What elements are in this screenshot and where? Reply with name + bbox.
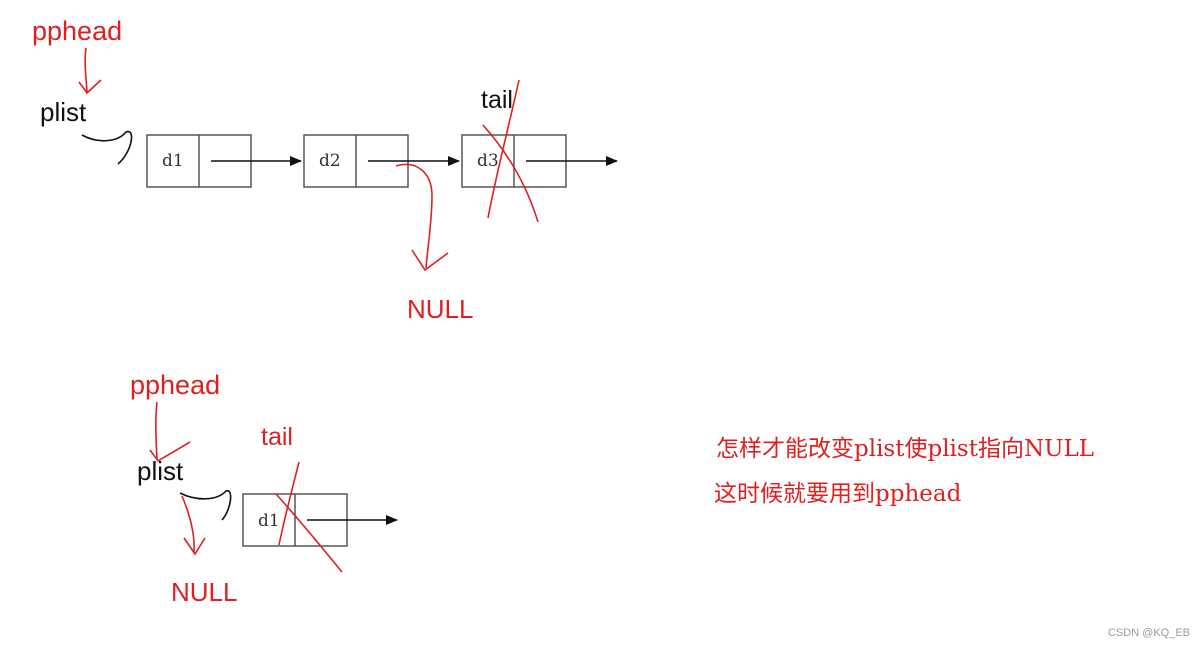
bottom-pphead-label: pphead (130, 370, 220, 400)
bottom-tail-label: tail (261, 423, 293, 451)
bottom-pphead-arrowhead (149, 441, 191, 463)
top-null-label: NULL (407, 294, 473, 324)
bottom-null-arrow (181, 495, 195, 553)
note-line-2: 这时候就要用到pphead (714, 481, 962, 507)
top-pphead-arrowhead (78, 79, 102, 95)
top-cross-mark-1 (487, 79, 520, 219)
top-plist-pointer (81, 130, 133, 165)
bottom-cross-mark-1 (278, 461, 300, 546)
bottom-cross-mark-2 (275, 493, 343, 573)
top-node-d2-label: d2 (319, 151, 341, 171)
top-pphead-label: pphead (32, 16, 122, 46)
top-node-d3-label: d3 (477, 151, 499, 171)
top-null-arrow (395, 163, 433, 269)
top-plist-label: plist (40, 97, 87, 127)
bottom-null-label: NULL (171, 577, 237, 607)
top-node-d3: d3 (461, 134, 567, 188)
top-tail-label: tail (481, 86, 513, 114)
top-cross-mark-2 (482, 124, 539, 223)
bottom-node-d1-label: d1 (258, 511, 280, 531)
bottom-null-arrowhead (183, 537, 206, 556)
bottom-plist-pointer (179, 490, 232, 521)
bottom-plist-label: plist (137, 456, 184, 486)
top-node-d2: d2 (303, 134, 409, 188)
note-line-1: 怎样才能改变plist使plist指向NULL (716, 436, 1095, 462)
top-pphead-arrow (84, 47, 88, 93)
bottom-pphead-arrow (155, 401, 158, 461)
top-null-arrowhead (411, 249, 449, 272)
watermark: CSDN @KQ_EB (1107, 627, 1190, 639)
top-node-d1-label: d1 (162, 151, 184, 171)
